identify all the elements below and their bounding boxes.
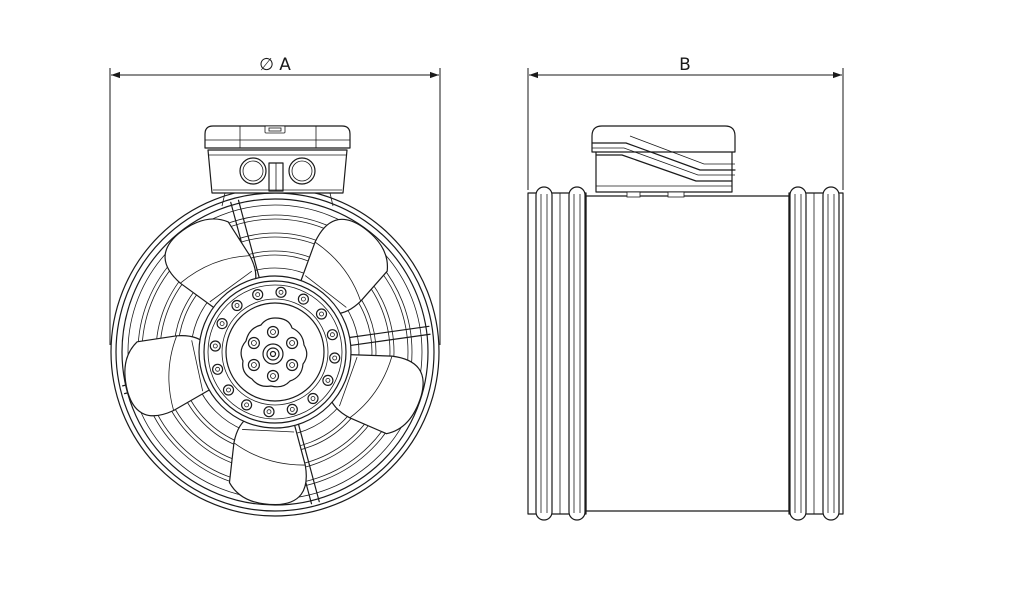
mount-foot xyxy=(667,191,685,198)
hub-bolt xyxy=(322,374,334,386)
motor-hub xyxy=(198,275,352,429)
center-bolt xyxy=(286,336,299,350)
fan-blade xyxy=(228,415,307,506)
hub-bolt xyxy=(286,403,298,415)
fan-blade xyxy=(298,218,388,315)
junction-box-side xyxy=(591,125,736,198)
fan-blades xyxy=(124,218,424,506)
dimension-label-b: B xyxy=(679,55,691,75)
hub-bolt xyxy=(326,329,338,341)
front-view: ∅ A xyxy=(109,55,441,517)
center-bolt xyxy=(286,358,299,372)
hub-bolt xyxy=(216,318,228,330)
lid-latch xyxy=(264,125,286,134)
dimension-label-a: ∅ A xyxy=(259,55,291,75)
cable-gland-right xyxy=(288,157,316,185)
cable-gland-left xyxy=(239,157,267,185)
hub-bolt xyxy=(263,406,275,418)
hub-bolt xyxy=(222,384,235,396)
fan-blade xyxy=(328,353,424,435)
hub-bolt xyxy=(252,289,264,301)
hub-bolt xyxy=(329,352,341,364)
shaft-cap xyxy=(262,343,284,365)
hub-bolt xyxy=(307,392,319,405)
center-bolt xyxy=(266,369,280,383)
duct-body xyxy=(527,186,844,521)
hub-bolt xyxy=(275,286,287,298)
junction-box-front xyxy=(204,125,351,207)
left-collar xyxy=(527,186,587,521)
hub-bolt xyxy=(212,363,224,375)
guard-strut xyxy=(347,325,431,347)
hub-bolt xyxy=(231,299,243,312)
center-bolt xyxy=(266,325,280,339)
center-bolt xyxy=(247,358,260,372)
fan-blade xyxy=(164,218,257,312)
side-view: B xyxy=(527,55,844,521)
hub-bolt xyxy=(241,399,253,411)
dimension-b: B xyxy=(527,55,844,190)
hub-bolt-ring xyxy=(209,286,341,418)
hub-bolt xyxy=(297,293,309,305)
right-collar xyxy=(788,186,844,521)
hub-bolt xyxy=(209,340,221,352)
center-bolt xyxy=(247,336,260,350)
center-bolts xyxy=(247,325,299,383)
dimension-a: ∅ A xyxy=(109,55,441,345)
mount-foot xyxy=(626,191,641,198)
hub-bolt xyxy=(315,308,328,320)
fan-blade xyxy=(124,335,215,417)
duct-shell xyxy=(585,195,790,512)
